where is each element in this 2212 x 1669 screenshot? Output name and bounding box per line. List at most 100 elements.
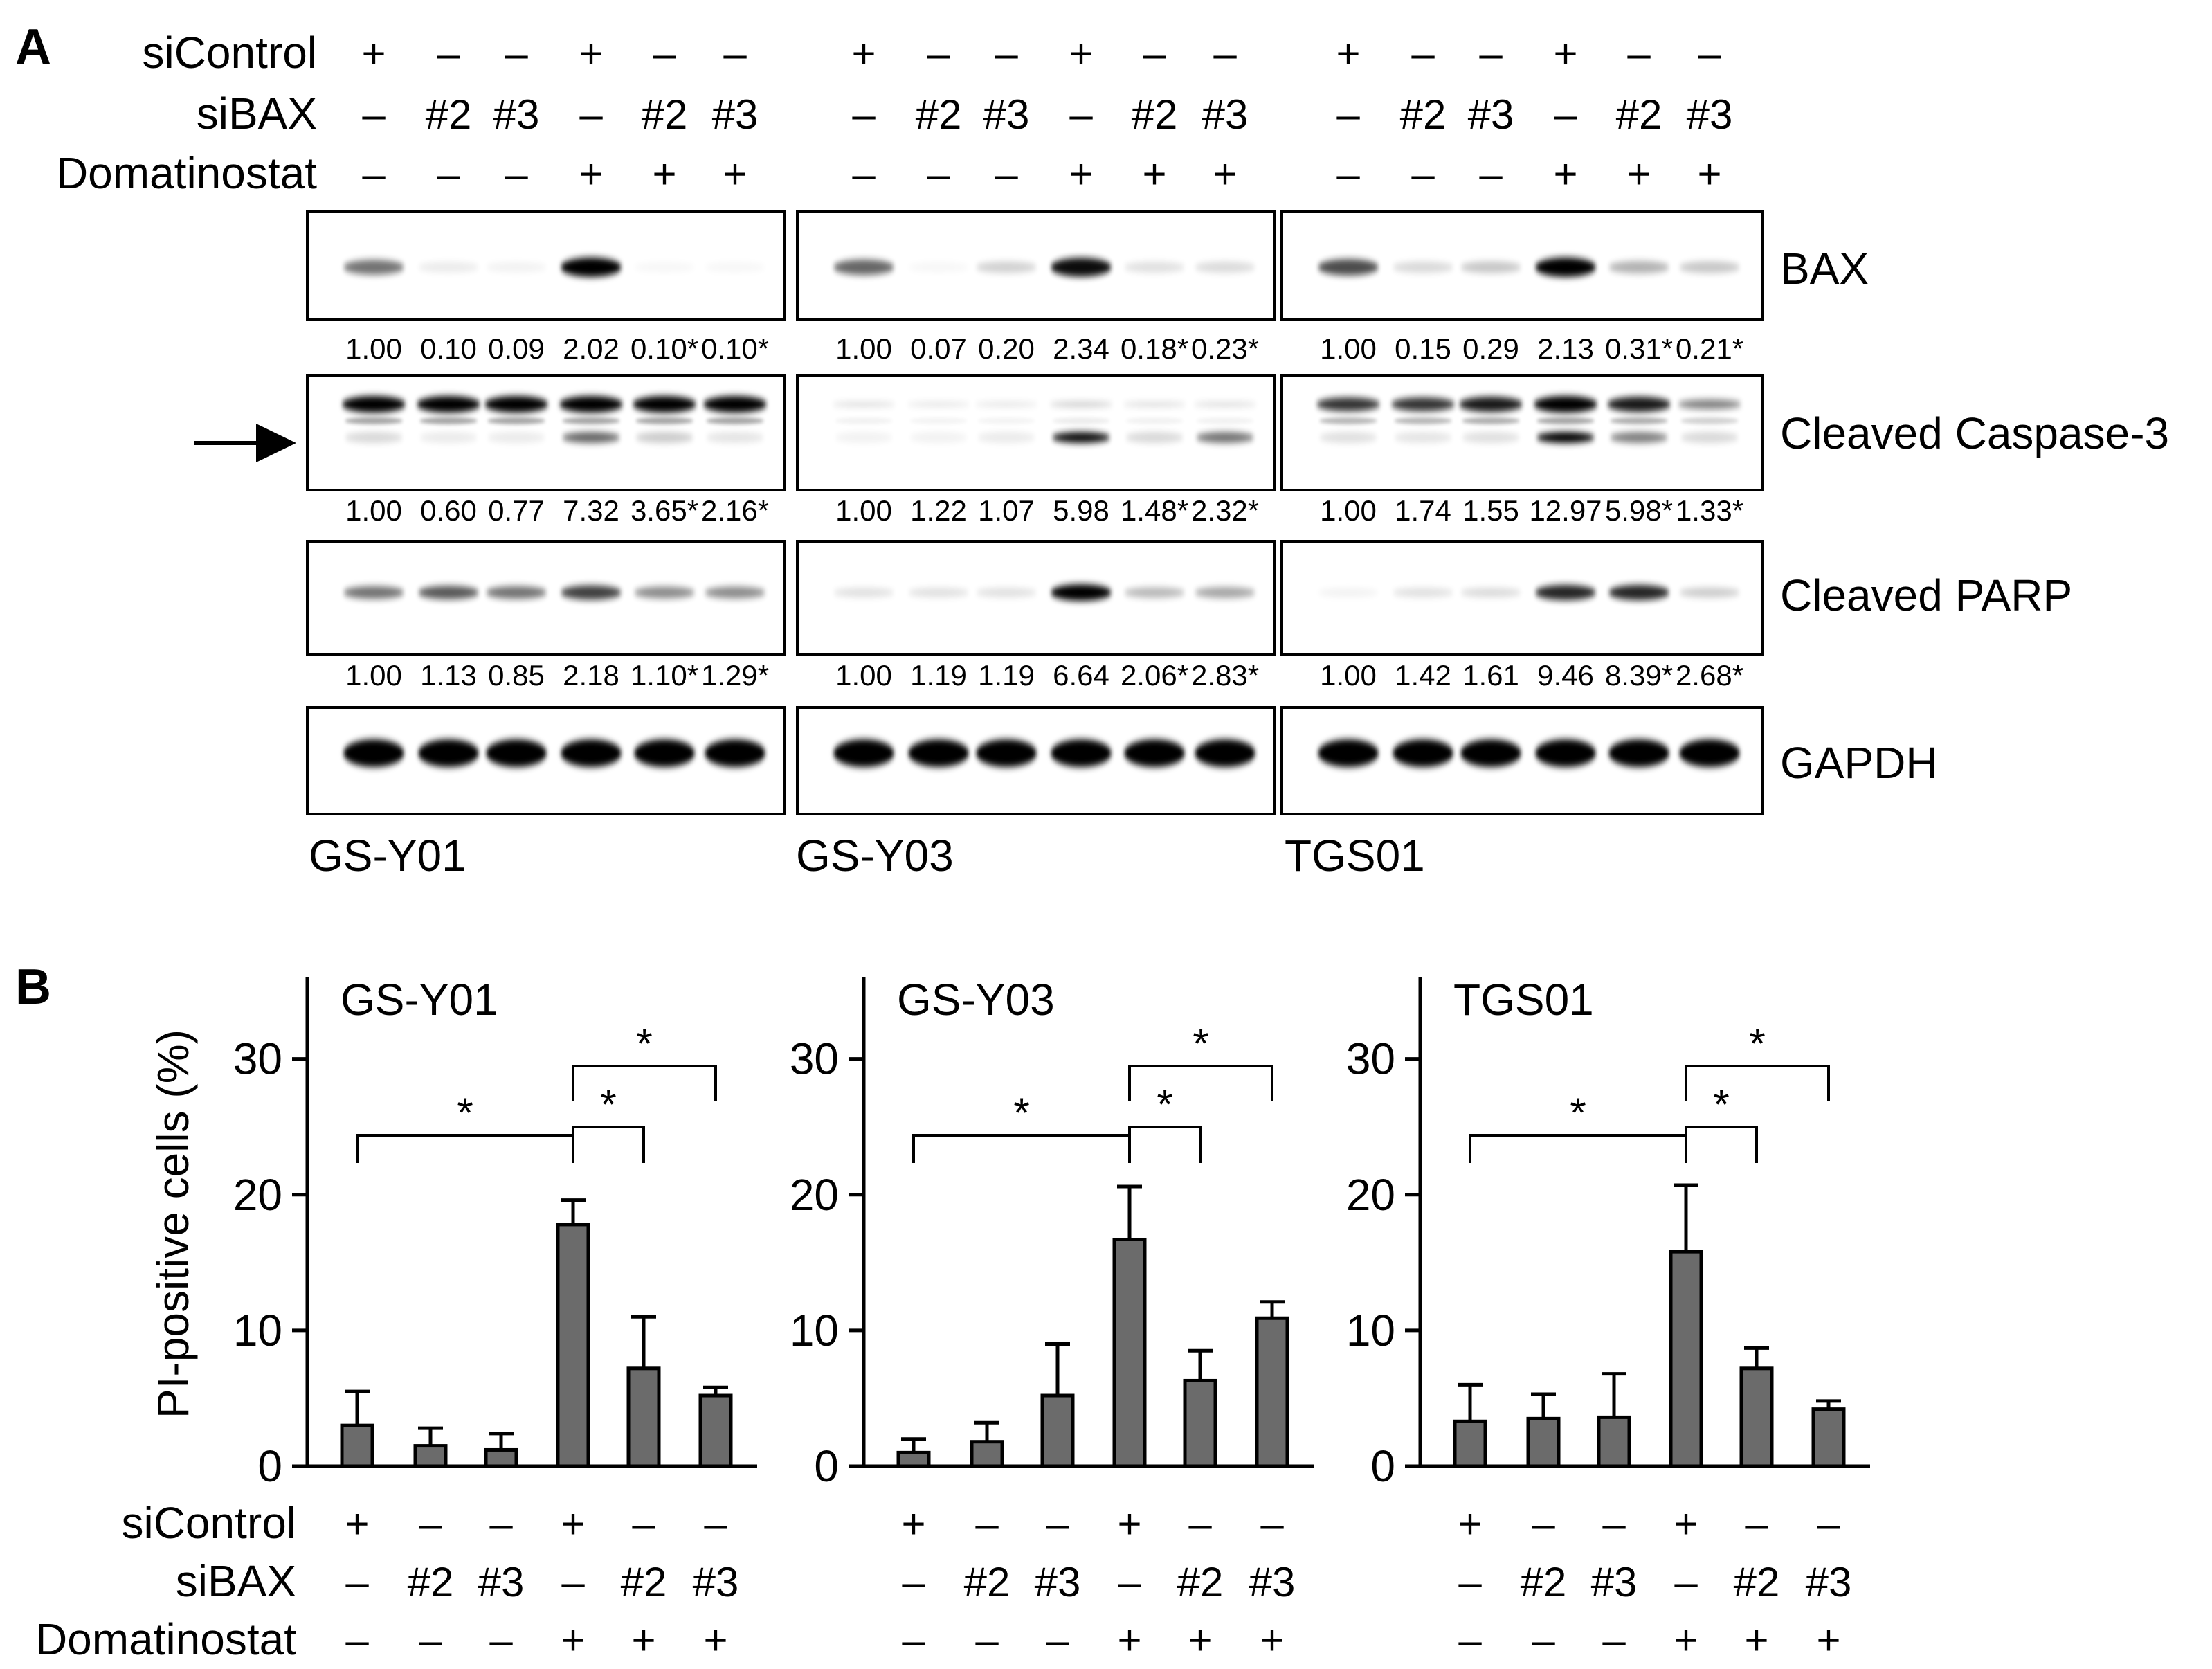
quant-value: 5.98 [1053, 494, 1109, 527]
condition-cell-sibax: #2 [642, 91, 688, 138]
condition-cell-sibax: #2 [916, 91, 962, 138]
y-tick-label: 20 [790, 1170, 839, 1220]
band [1535, 258, 1596, 277]
condition-cell-domatinostat: – [362, 151, 386, 197]
band [1462, 417, 1520, 424]
significance-star: * [636, 1020, 652, 1067]
band [1196, 432, 1254, 443]
band [1608, 584, 1669, 601]
quant-value: 1.33* [1676, 494, 1743, 527]
b-condition-cell-sibax: – [1674, 1559, 1698, 1605]
quant-value: 1.10* [631, 659, 698, 692]
b-row-label-sicontrol: siControl [121, 1498, 296, 1548]
significance-bracket [912, 1134, 1131, 1163]
b-condition-cell-sicontrol: + [901, 1501, 925, 1547]
band [835, 417, 893, 424]
b-condition-cell-sibax: – [1458, 1559, 1482, 1605]
condition-cell-sicontrol: – [505, 30, 528, 77]
band [1393, 588, 1453, 597]
bar [1453, 1419, 1487, 1468]
bar [1739, 1366, 1774, 1468]
b-condition-cell-sicontrol: – [975, 1501, 999, 1547]
y-tick-label: 20 [233, 1170, 282, 1220]
quant-value: 1.55 [1462, 494, 1519, 527]
band [418, 262, 479, 273]
y-tick-label: 10 [1346, 1306, 1395, 1355]
bar [626, 1366, 661, 1468]
b-condition-cell-sibax: #3 [1035, 1559, 1081, 1605]
band [908, 262, 969, 272]
quant-value: 2.16* [701, 494, 769, 527]
band [1536, 432, 1595, 443]
quant-value: 1.61 [1462, 659, 1519, 692]
b-condition-cell-sicontrol: – [1745, 1501, 1768, 1547]
band [1394, 432, 1452, 443]
y-tick-label: 30 [233, 1034, 282, 1084]
arrow-icon [194, 424, 296, 462]
band [345, 417, 403, 424]
b-condition-cell-sicontrol: – [1817, 1501, 1840, 1547]
panel-a-letter: A [15, 19, 51, 75]
condition-cell-domatinostat: – [852, 151, 876, 197]
band [706, 417, 764, 424]
blot-cleaved-caspase-3-3 [1280, 374, 1764, 491]
quant-value: 1.19 [910, 659, 967, 692]
band [833, 588, 894, 597]
b-condition-cell-sibax: #2 [964, 1559, 1010, 1605]
significance-star: * [1013, 1090, 1029, 1136]
condition-cell-domatinostat: + [1626, 151, 1651, 197]
condition-cell-domatinostat: – [1479, 151, 1503, 197]
band [976, 739, 1037, 767]
band [561, 585, 622, 600]
chart-title: GS-Y03 [897, 975, 1055, 1025]
quant-value: 8.39* [1605, 659, 1673, 692]
significance-bracket [1128, 1126, 1202, 1163]
panel-b-row-labels: siControl siBAX Domatinostat [35, 1498, 296, 1664]
y-tick-label: 0 [814, 1441, 839, 1491]
b-condition-cell-domatinostat: + [1816, 1617, 1840, 1663]
b-condition-cell-sibax: – [902, 1559, 925, 1605]
quant-value: 2.13 [1537, 332, 1594, 365]
band [1319, 417, 1377, 424]
significance-star: * [1157, 1081, 1172, 1128]
panel-b-letter: B [15, 959, 51, 1015]
band [1125, 432, 1184, 443]
band [1051, 258, 1112, 277]
bar [1811, 1407, 1846, 1468]
condition-cell-domatinostat: + [1142, 151, 1166, 197]
b-condition-cell-domatinostat: – [489, 1617, 513, 1663]
band [633, 396, 696, 413]
band [634, 586, 695, 599]
band [1610, 417, 1668, 424]
band [1318, 588, 1379, 597]
condition-cell-domatinostat: + [579, 151, 603, 197]
band [487, 432, 545, 443]
quant-value: 1.29* [701, 659, 769, 692]
condition-cell-sibax: #2 [1132, 91, 1178, 138]
band [1123, 402, 1186, 407]
quant-value: 1.00 [1320, 659, 1377, 692]
band [977, 432, 1035, 443]
band [1391, 397, 1455, 411]
condition-cell-domatinostat: + [1069, 151, 1093, 197]
condition-cell-sicontrol: – [1479, 30, 1503, 77]
condition-cell-sicontrol: + [1069, 30, 1093, 77]
band [1680, 417, 1739, 424]
cell-line-label-gs-y01: GS-Y01 [309, 831, 466, 881]
b-row-label-sibax: siBAX [176, 1556, 296, 1606]
b-condition-cell-domatinostat: + [1744, 1617, 1768, 1663]
band [1460, 739, 1521, 767]
y-tick-label: 10 [233, 1306, 282, 1355]
band [1608, 260, 1669, 274]
quant-value: 1.00 [835, 494, 892, 527]
significance-bracket [572, 1065, 717, 1101]
cell-line-label-gs-y03: GS-Y03 [796, 831, 954, 881]
band [417, 396, 480, 413]
b-condition-cell-sicontrol: – [1532, 1501, 1555, 1547]
band [1318, 259, 1379, 276]
band [1195, 262, 1255, 273]
condition-cell-sibax: – [852, 91, 876, 138]
band [907, 402, 970, 407]
b-condition-cell-sibax: #3 [1591, 1559, 1638, 1605]
